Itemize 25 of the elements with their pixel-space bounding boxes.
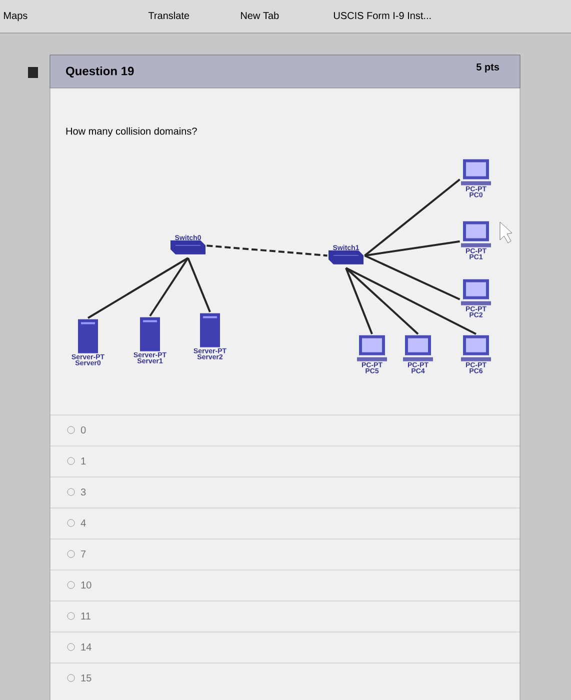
bookmark-link: USCIS Form I-9 Inst...: [334, 12, 431, 20]
option-label: 0: [80, 426, 86, 434]
option-label: 10: [81, 581, 92, 589]
option-label: 4: [80, 520, 86, 526]
option-label: 7: [81, 550, 86, 558]
cable: [364, 178, 460, 256]
option-label: 3: [80, 488, 86, 496]
question-text: How many collision domains?: [66, 127, 197, 137]
cable: [345, 268, 373, 334]
option-label: 11: [81, 612, 90, 620]
cable: [149, 257, 189, 317]
option-label: 1: [81, 458, 86, 464]
points-label: 5 pts: [476, 64, 500, 72]
option-label: 15: [81, 674, 92, 682]
cable: [187, 258, 211, 312]
option-label: 14: [81, 644, 92, 650]
cable: [346, 267, 476, 335]
bookmark-link: Maps: [4, 12, 28, 22]
question-title: Question 19: [66, 66, 134, 78]
bookmark-link: New Tab: [241, 12, 279, 20]
cable: [87, 257, 189, 319]
bookmark-link: Translate: [148, 12, 190, 20]
cable: [364, 240, 460, 257]
cable: [206, 244, 328, 257]
cable: [345, 267, 419, 335]
